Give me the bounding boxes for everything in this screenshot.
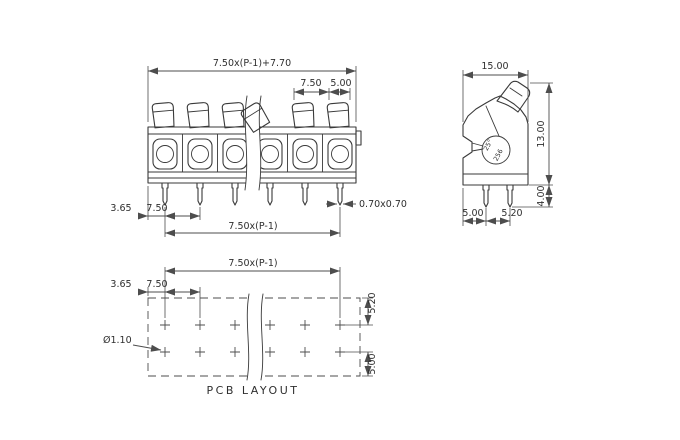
side-pin-rear xyxy=(506,184,514,208)
front-body-dividers xyxy=(182,133,323,173)
lever-1 xyxy=(151,101,176,129)
pcb-dimensions: 7.50x(P-1) 3.65 7.50 5.20 5.00 Ø1.10 xyxy=(103,258,378,377)
spring-opening-1 xyxy=(152,138,178,170)
pcb-break-line-left xyxy=(246,293,250,381)
lever-6 xyxy=(326,101,351,129)
side-spring-cavity xyxy=(481,135,511,165)
solder-pin-6 xyxy=(336,182,344,206)
pcb-hole xyxy=(334,319,346,331)
lever-2 xyxy=(186,101,211,129)
side-lever-detail xyxy=(509,87,523,97)
pcb-hole xyxy=(194,346,206,358)
front-side-tab xyxy=(355,130,362,146)
front-view: 7.50x(P-1)+7.70 7.50 5.00 3.65 7.50 0.70… xyxy=(110,58,407,237)
leader-line-hole-diameter xyxy=(132,344,162,352)
pcb-break-mask xyxy=(247,294,263,380)
dim-label-pin-length: 4.00 xyxy=(536,185,547,206)
solder-pin-4 xyxy=(266,182,274,206)
pcb-layout-caption: PCB LAYOUT xyxy=(207,384,300,397)
dim-label-edge-to-pin: 3.65 xyxy=(110,203,131,214)
side-view: 25° 256 15.00 13.00 4.00 5.00 5.20 xyxy=(462,61,553,226)
dim-label-pcb-row-top: 5.20 xyxy=(367,292,378,313)
dim-label-side-width: 15.00 xyxy=(481,61,508,72)
pcb-hole xyxy=(229,319,241,331)
side-view-body: 25° 256 xyxy=(462,80,531,208)
pcb-hole xyxy=(264,319,276,331)
side-marking-angle: 25° xyxy=(482,138,494,152)
dim-label-hole-diameter: Ø1.10 xyxy=(103,335,132,346)
pcb-hole xyxy=(159,319,171,331)
dim-label-pin-size: 0.70x0.70 xyxy=(359,199,407,210)
spring-opening-6 xyxy=(327,138,353,170)
front-view-dimensions: 7.50x(P-1)+7.70 7.50 5.00 3.65 7.50 0.70… xyxy=(110,58,407,237)
pcb-hole xyxy=(194,319,206,331)
pcb-break-line-right xyxy=(260,293,264,381)
side-body-outline xyxy=(462,95,529,186)
spring-opening-4 xyxy=(257,138,283,170)
dim-label-side-height: 13.00 xyxy=(536,120,547,147)
pcb-hole xyxy=(299,346,311,358)
dim-label-lever-width: 5.00 xyxy=(330,78,351,89)
side-view-dimensions: 15.00 13.00 4.00 5.00 5.20 xyxy=(462,61,553,226)
solder-pin-5 xyxy=(301,182,309,206)
break-mask xyxy=(245,96,261,190)
side-marking-series: 256 xyxy=(492,148,505,163)
dim-label-overall-width: 7.50x(P-1)+7.70 xyxy=(213,58,291,69)
solder-pin-3 xyxy=(231,182,239,206)
break-line-left xyxy=(244,95,248,191)
dim-label-pitch-bottom: 7.50 xyxy=(146,203,167,214)
dim-label-edge-to-pin-side: 5.00 xyxy=(462,208,483,219)
spring-opening-5 xyxy=(292,138,318,170)
pcb-layout-view: 7.50x(P-1) 3.65 7.50 5.20 5.00 Ø1.10 PCB… xyxy=(103,258,378,397)
solder-pin-1 xyxy=(161,182,169,206)
front-view-body xyxy=(147,95,362,206)
lever-5 xyxy=(291,101,316,129)
dim-label-pin-row-spacing: 5.20 xyxy=(501,208,522,219)
side-extension-lines xyxy=(462,70,553,226)
dim-label-pcb-pitch-span: 7.50x(P-1) xyxy=(228,258,277,269)
side-lever xyxy=(496,80,531,113)
dim-label-pitch-top: 7.50 xyxy=(300,78,321,89)
pcb-hole xyxy=(334,346,346,358)
solder-pin-2 xyxy=(196,182,204,206)
spring-opening-2 xyxy=(187,138,213,170)
pcb-hole xyxy=(229,346,241,358)
pcb-hole xyxy=(299,319,311,331)
pcb-hole xyxy=(264,346,276,358)
dim-label-pitch-span: 7.50x(P-1) xyxy=(228,221,277,232)
side-wire-funnel xyxy=(462,105,529,175)
dim-label-pcb-pitch: 7.50 xyxy=(146,279,167,290)
spring-opening-3 xyxy=(222,138,248,170)
dim-label-pcb-edge-to-hole: 3.65 xyxy=(110,279,131,290)
side-pin-front xyxy=(482,184,490,208)
dim-label-pcb-row-bottom: 5.00 xyxy=(367,353,378,374)
pcb-hole xyxy=(159,346,171,358)
